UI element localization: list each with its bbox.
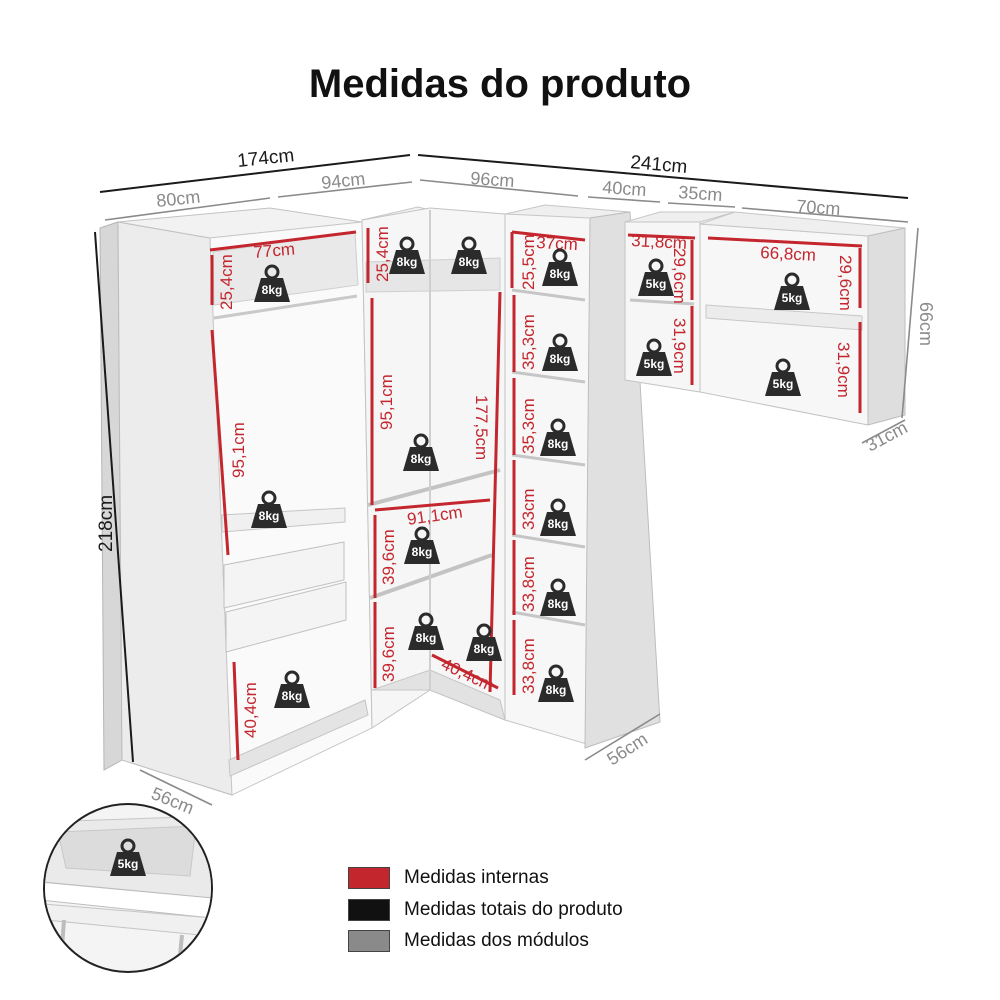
svg-text:8kg: 8kg bbox=[397, 255, 418, 269]
legend-label: Medidas internas bbox=[404, 867, 549, 888]
dim-inner-40-4-left: 40,4cm bbox=[241, 682, 260, 738]
dim-inner-33: 33cm bbox=[519, 488, 538, 530]
upper-wide-module bbox=[699, 211, 906, 426]
dim-inner-37: 37cm bbox=[536, 233, 579, 254]
dim-inner-77: 77cm bbox=[253, 239, 296, 262]
dim-inner-29-6-small: 29,6cm bbox=[670, 248, 689, 304]
dim-module-70: 70cm bbox=[796, 196, 841, 219]
weight-icon: 5kg bbox=[636, 258, 676, 298]
dim-inner-95-1-mid: 95,1cm bbox=[377, 374, 396, 430]
svg-text:8kg: 8kg bbox=[416, 631, 437, 645]
svg-text:8kg: 8kg bbox=[259, 509, 280, 523]
svg-text:8kg: 8kg bbox=[550, 267, 571, 281]
dim-inner-95-1-left: 95,1cm bbox=[229, 422, 248, 478]
weight-icon: 8kg bbox=[272, 670, 312, 710]
dim-inner-39-6-upper: 39,6cm bbox=[379, 529, 398, 585]
legend-item-total: Medidas totais do produto bbox=[348, 898, 623, 922]
weight-icon: 5kg bbox=[108, 838, 148, 878]
weight-icon: 8kg bbox=[449, 236, 489, 276]
weight-icon: 5kg bbox=[772, 272, 812, 312]
page-title: Medidas do produto bbox=[308, 62, 692, 106]
weight-icon: 8kg bbox=[249, 490, 289, 530]
dim-inner-25-5: 25,5cm bbox=[519, 234, 538, 290]
svg-text:8kg: 8kg bbox=[411, 452, 432, 466]
weight-icon: 5kg bbox=[634, 338, 674, 378]
svg-text:5kg: 5kg bbox=[782, 291, 803, 305]
weight-icon: 8kg bbox=[406, 612, 446, 652]
weight-icon: 8kg bbox=[387, 236, 427, 276]
dim-inner-33-8-a: 33,8cm bbox=[519, 556, 538, 612]
svg-text:8kg: 8kg bbox=[548, 597, 569, 611]
dim-inner-35-3-a: 35,3cm bbox=[519, 314, 538, 370]
module-dimensions bbox=[104, 179, 919, 806]
dim-inner-66-8: 66,8cm bbox=[760, 243, 817, 265]
weight-icon: 8kg bbox=[464, 623, 504, 663]
dim-total-241: 241cm bbox=[630, 152, 689, 178]
svg-text:5kg: 5kg bbox=[773, 377, 794, 391]
legend-swatch-black bbox=[348, 899, 390, 921]
svg-text:8kg: 8kg bbox=[282, 689, 303, 703]
weight-icon: 8kg bbox=[536, 664, 576, 704]
weight-icon: 8kg bbox=[252, 264, 292, 304]
dim-inner-39-6-lower: 39,6cm bbox=[379, 626, 398, 682]
svg-text:8kg: 8kg bbox=[548, 437, 569, 451]
dim-inner-177-5: 177,5cm bbox=[472, 395, 491, 460]
dim-inner-31-9-wide: 31,9cm bbox=[834, 342, 853, 398]
legend-swatch-gray bbox=[348, 930, 390, 952]
dim-module-66: 66cm bbox=[916, 302, 936, 346]
dim-module-80: 80cm bbox=[155, 186, 201, 210]
dim-inner-29-6-wide: 29,6cm bbox=[836, 255, 855, 311]
dim-total-174: 174cm bbox=[236, 145, 295, 172]
legend-swatch-red bbox=[348, 867, 390, 889]
weight-icon: 8kg bbox=[538, 578, 578, 618]
dim-inner-31-9-small: 31,9cm bbox=[670, 318, 689, 374]
dim-inner-25-4-left: 25,4cm bbox=[217, 254, 236, 310]
svg-text:8kg: 8kg bbox=[262, 283, 283, 297]
dim-inner-25-4-mid: 25,4cm bbox=[373, 226, 392, 282]
dim-module-94: 94cm bbox=[320, 168, 366, 192]
svg-text:5kg: 5kg bbox=[644, 357, 665, 371]
dim-inner-35-3-b: 35,3cm bbox=[519, 398, 538, 454]
svg-text:8kg: 8kg bbox=[546, 683, 567, 697]
internal-dimension-lines bbox=[209, 228, 863, 761]
total-dimensions bbox=[94, 154, 909, 763]
svg-text:8kg: 8kg bbox=[550, 352, 571, 366]
svg-text:5kg: 5kg bbox=[646, 277, 667, 291]
svg-text:8kg: 8kg bbox=[548, 517, 569, 531]
weight-icon: 8kg bbox=[540, 333, 580, 373]
svg-text:8kg: 8kg bbox=[474, 642, 495, 656]
upper-small-module bbox=[624, 211, 736, 393]
legend-item-internal: Medidas internas bbox=[348, 866, 549, 890]
weight-icon: 8kg bbox=[540, 248, 580, 288]
legend-item-module: Medidas dos módulos bbox=[348, 929, 589, 953]
svg-text:8kg: 8kg bbox=[412, 545, 433, 559]
drawer-detail-inset: 5kg bbox=[43, 803, 213, 973]
svg-text:8kg: 8kg bbox=[459, 255, 480, 269]
weight-icon: 8kg bbox=[402, 526, 442, 566]
weight-icon: 5kg bbox=[763, 358, 803, 398]
dim-module-35: 35cm bbox=[678, 182, 723, 205]
dim-inner-33-8-b: 33,8cm bbox=[519, 638, 538, 694]
dim-module-40: 40cm bbox=[602, 177, 647, 200]
weight-icon: 8kg bbox=[538, 498, 578, 538]
dim-inner-31-8: 31,8cm bbox=[631, 231, 688, 253]
weight-icon: 8kg bbox=[538, 418, 578, 458]
svg-text:5kg: 5kg bbox=[118, 857, 139, 871]
legend-label: Medidas totais do produto bbox=[404, 899, 623, 920]
dim-module-96: 96cm bbox=[470, 168, 515, 191]
legend-label: Medidas dos módulos bbox=[404, 930, 589, 951]
weight-icon: 8kg bbox=[401, 433, 441, 473]
dim-total-218: 218cm bbox=[96, 495, 117, 552]
